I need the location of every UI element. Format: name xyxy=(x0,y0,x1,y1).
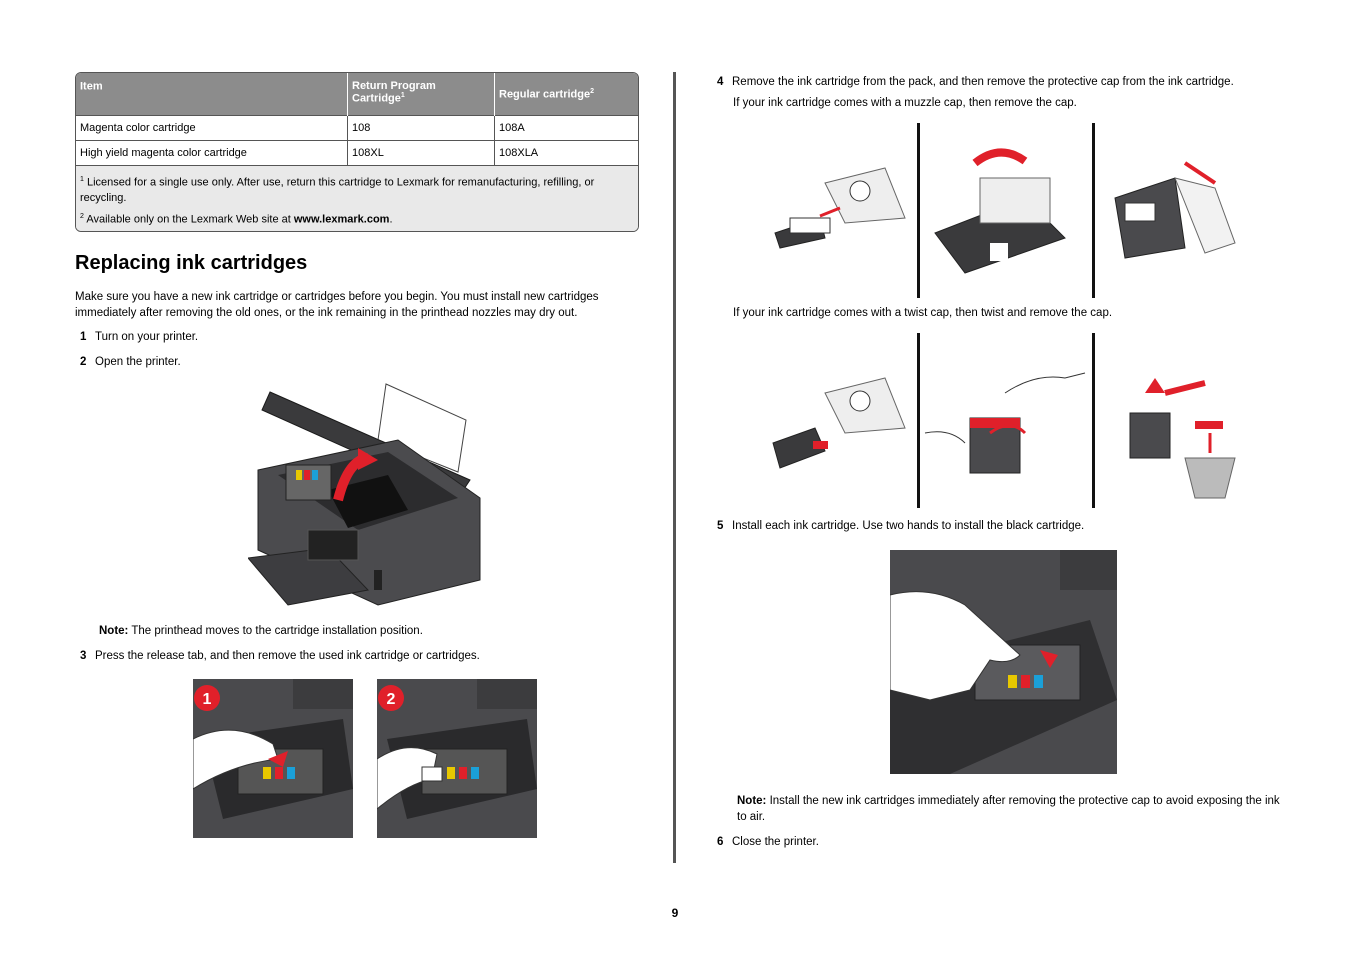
table-header-row: Item Return Program Cartridge1 Regular c… xyxy=(76,73,638,116)
column-divider xyxy=(673,72,676,863)
badge-2-label: 2 xyxy=(387,691,396,708)
table-header-return-program: Return Program Cartridge1 xyxy=(347,73,495,116)
table-header-item: Item xyxy=(76,73,348,116)
table-cell: 108XLA xyxy=(494,140,638,166)
figure-separator xyxy=(917,333,920,508)
remove-cartridge-illustration: 2 xyxy=(377,679,537,838)
badge-2-icon xyxy=(378,685,404,711)
note-1: Note: The printhead moves to the cartrid… xyxy=(99,625,423,637)
table-footnotes: 1 Licensed for a single use only. After … xyxy=(76,165,638,232)
muzzle-cap-illustrations xyxy=(774,123,1236,298)
table-cell: High yield magenta color cartridge xyxy=(76,140,348,166)
lexmark-link[interactable]: www.lexmark.com xyxy=(293,213,390,226)
table-row: Magenta color cartridge 108 108A xyxy=(76,115,638,141)
badge-1-icon xyxy=(194,685,220,711)
badge-1-label: 1 xyxy=(203,691,212,708)
figure-separator xyxy=(1092,123,1095,298)
note-2: Note: Install the new ink cartridges imm… xyxy=(737,795,1280,823)
section-title: Replacing ink cartridges xyxy=(75,252,308,274)
table-row: High yield magenta color cartridge 108XL… xyxy=(76,140,638,166)
muzzle-cap-text: If your ink cartridge comes with a muzzl… xyxy=(733,97,1077,109)
footnote-1: 1 Licensed for a single use only. After … xyxy=(80,176,595,204)
table-cell: 108XL xyxy=(347,140,495,166)
open-printer-illustration xyxy=(248,383,481,606)
intro-paragraph: Make sure you have a new ink cartridge o… xyxy=(75,291,599,319)
install-cartridge-illustration xyxy=(890,550,1117,774)
figure-separator xyxy=(917,123,920,298)
table-cell: 108A xyxy=(494,115,638,141)
page-number: 9 xyxy=(671,906,679,920)
footnote-2: 2 Available only on the Lexmark Web site… xyxy=(80,212,393,226)
table-cell: 108 xyxy=(347,115,495,141)
figure-separator xyxy=(1092,333,1095,508)
table-cell: Magenta color cartridge xyxy=(76,115,348,141)
table-header-regular: Regular cartridge2 xyxy=(494,73,638,116)
twist-cap-illustrations xyxy=(772,333,1236,508)
cartridge-table: Item Return Program Cartridge1 Regular c… xyxy=(75,72,639,233)
twist-cap-text: If your ink cartridge comes with a twist… xyxy=(733,307,1113,319)
release-tab-illustration: 1 xyxy=(193,679,353,838)
